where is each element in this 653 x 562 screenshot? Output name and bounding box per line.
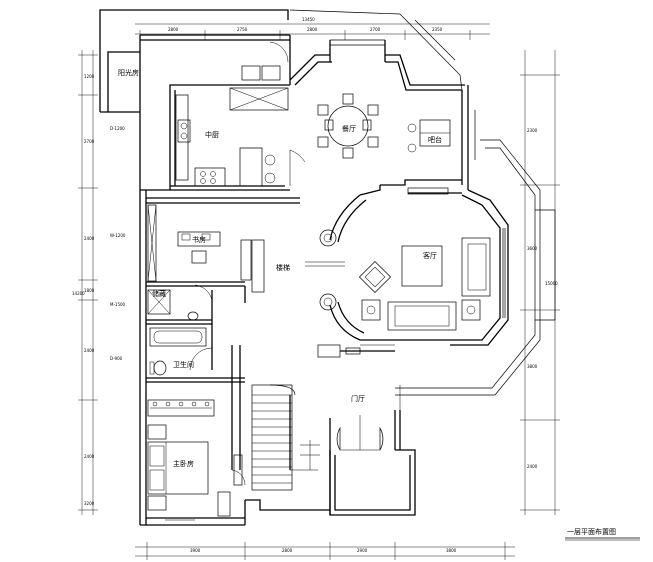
dim-left-1: 1200 [84, 74, 95, 79]
dim-top-4: 2700 [370, 27, 381, 32]
dim-bottom-4: 3800 [446, 548, 457, 553]
bathroom [146, 284, 245, 383]
dim-left-total: 14200 [72, 291, 85, 296]
annotation-3: M-1500 [110, 302, 126, 307]
dim-top-total: 13450 [302, 17, 315, 22]
room-labels: 阳光房 中厨 餐厅 吧台 客厅 书房 卫生间 主卧房 门厅 楼梯 储藏 [118, 68, 442, 468]
dimension-texts: 2800 2750 2800 2700 2350 13450 3900 2800… [72, 17, 558, 553]
dim-top-5: 2350 [432, 27, 443, 32]
sunroom-outline [99, 9, 463, 113]
dim-top-3: 2800 [307, 27, 318, 32]
label-sunroom: 阳光房 [118, 68, 139, 77]
kitchen [170, 41, 306, 191]
master-bedroom [147, 345, 246, 521]
label-foyer: 门厅 [351, 394, 365, 403]
dim-top-1: 2800 [168, 27, 179, 32]
annotation-1: D-1200 [110, 126, 125, 131]
label-stair: 楼梯 [276, 263, 290, 272]
annotation-2: W-1200 [110, 233, 126, 238]
label-master: 主卧房 [173, 459, 194, 468]
annotations: D-1200 W-1200 M-1500 D-900 [110, 126, 126, 361]
dim-right-4: 2400 [527, 464, 538, 469]
study-room [146, 197, 300, 303]
stairs [251, 384, 320, 491]
dim-left-4: 1800 [84, 288, 95, 293]
dim-bottom-3: 2900 [357, 548, 368, 553]
annotation-4: D-900 [110, 356, 123, 361]
foyer [317, 344, 416, 516]
dim-left-2: 2700 [84, 139, 95, 144]
dim-bottom-1: 3900 [190, 548, 201, 553]
dim-left-7: 3200 [84, 501, 95, 506]
label-bath: 卫生间 [173, 360, 194, 369]
dining-room [317, 93, 462, 195]
label-bar: 吧台 [428, 135, 442, 144]
dim-right-3: 3800 [527, 364, 538, 369]
exterior-walls [139, 34, 556, 526]
dim-right-2: 3600 [527, 246, 538, 251]
dim-left-5: 2400 [84, 348, 95, 353]
label-dining: 餐厅 [342, 124, 356, 133]
dim-right-total: 15000 [545, 281, 558, 286]
living-room [305, 185, 506, 341]
dimension-lines [78, 23, 560, 560]
dim-left-3: 2400 [84, 236, 95, 241]
drawing-title: 一层平面布置图 [565, 527, 640, 541]
title-text: 一层平面布置图 [567, 527, 616, 536]
dim-bottom-2: 2800 [282, 548, 293, 553]
label-study: 书房 [192, 235, 206, 244]
label-storage: 储藏 [152, 289, 166, 298]
dim-left-6: 2400 [84, 454, 95, 459]
label-kitchen: 中厨 [205, 130, 219, 139]
label-living: 客厅 [423, 251, 437, 260]
dim-top-2: 2750 [237, 27, 248, 32]
dim-right-1: 2300 [527, 128, 538, 133]
